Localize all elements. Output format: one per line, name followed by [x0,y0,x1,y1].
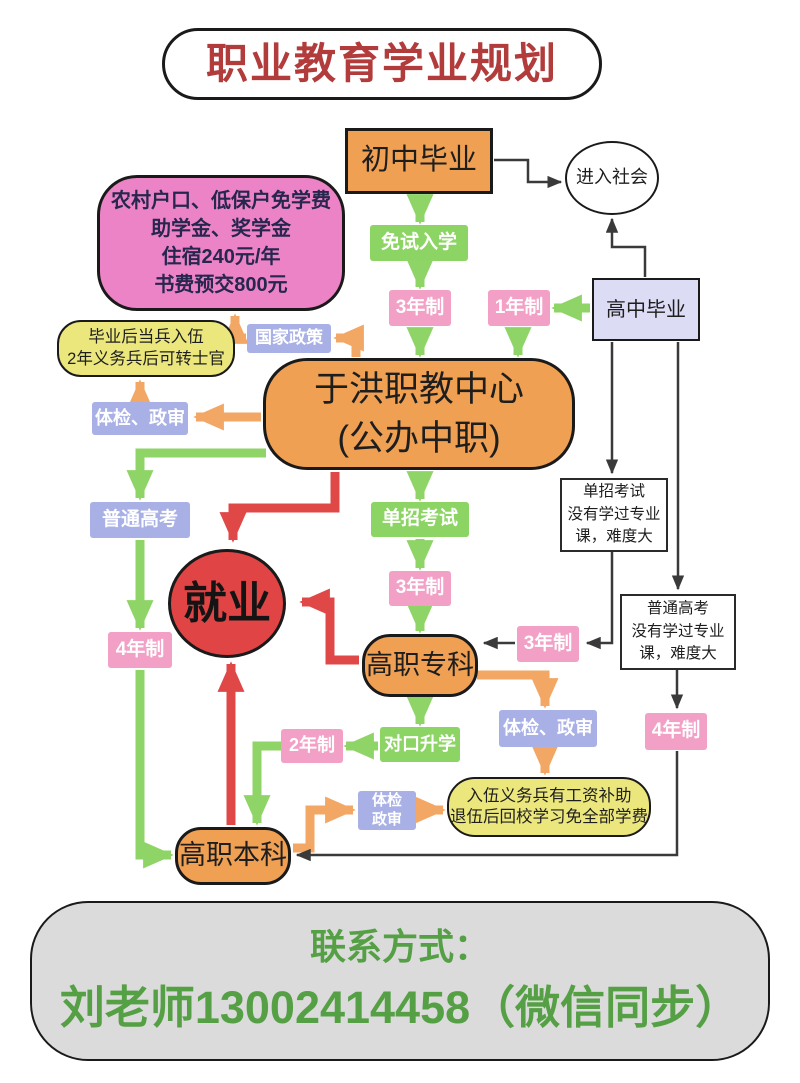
page-title-text: 职业教育学业规划 [205,39,558,87]
node-gaokao: 普通高考 [90,502,190,538]
arrow-warning-to-3year-right [585,552,614,650]
node-bachelor: 高职本科 [175,827,291,885]
node-3year-c: 3年制 [517,626,579,662]
node-vocational-center: 于洪职教中心 (公办中职) [263,358,575,470]
contact-box: 联系方式： 刘老师13002414458（微信同步） [30,901,770,1061]
node-checkup-small: 体检 政审 [358,791,416,830]
node-2year: 2年制 [281,729,343,763]
node-junior-graduation: 初中毕业 [345,128,493,194]
arrow-junior-to-society [494,158,563,189]
node-gaokao-warning: 普通高考 没有学过专业 课，难度大 [620,594,736,670]
node-army-benefit: 入伍义务兵有工资补助 退伍后回校学习免全部学费 [447,777,651,837]
node-4year-left: 4年制 [108,632,172,668]
node-benefits: 农村户口、低保户免学费 助学金、奖学金 住宿240元/年 书费预交800元 [97,175,345,311]
node-enter-society: 进入社会 [565,141,659,215]
node-4year-right: 4年制 [645,713,707,750]
node-national-policy: 国家政策 [247,324,331,353]
node-3year-b: 3年制 [389,571,451,606]
arrow-bachelor-to-checkup-small [293,796,356,853]
contact-label: 联系方式： [309,926,490,968]
arrow-policy-to-benefits [221,313,249,344]
arrow-center-to-policy [333,324,364,357]
arrow-college-to-employment [299,588,359,665]
arrow-center-to-gaokao [126,448,266,501]
node-employment: 就业 [168,549,286,658]
node-single-exam: 单招考试 [371,502,469,537]
node-checkup-right: 体检、政审 [499,710,597,747]
node-college: 高职专科 [362,634,478,697]
node-single-exam-warning: 单招考试 没有学过专业 课，难度大 [560,478,668,552]
arrow-senior-to-society [605,217,647,277]
page-title: 职业教育学业规划 [162,28,602,100]
arrow-4year-to-bachelor [135,670,174,869]
node-1year: 1年制 [488,290,550,326]
node-army-after-graduation: 毕业后当兵入伍 2年义务兵后可转士官 [57,320,235,377]
contact-phone: 刘老师13002414458（微信同步） [59,982,741,1034]
arrow-center-to-employment [219,472,340,543]
node-checkup-left: 体检、政审 [92,402,188,435]
node-exam-free: 免试入学 [370,225,468,261]
arrow-4year-right-to-bachelor [295,751,679,862]
arrow-2year-to-bachelor [243,741,283,826]
node-senior-graduation: 高中毕业 [592,278,700,341]
arrow-college-to-checkup-right [477,670,559,709]
node-3year-a: 3年制 [389,290,451,326]
node-counterpart-promotion: 对口升学 [380,727,460,762]
